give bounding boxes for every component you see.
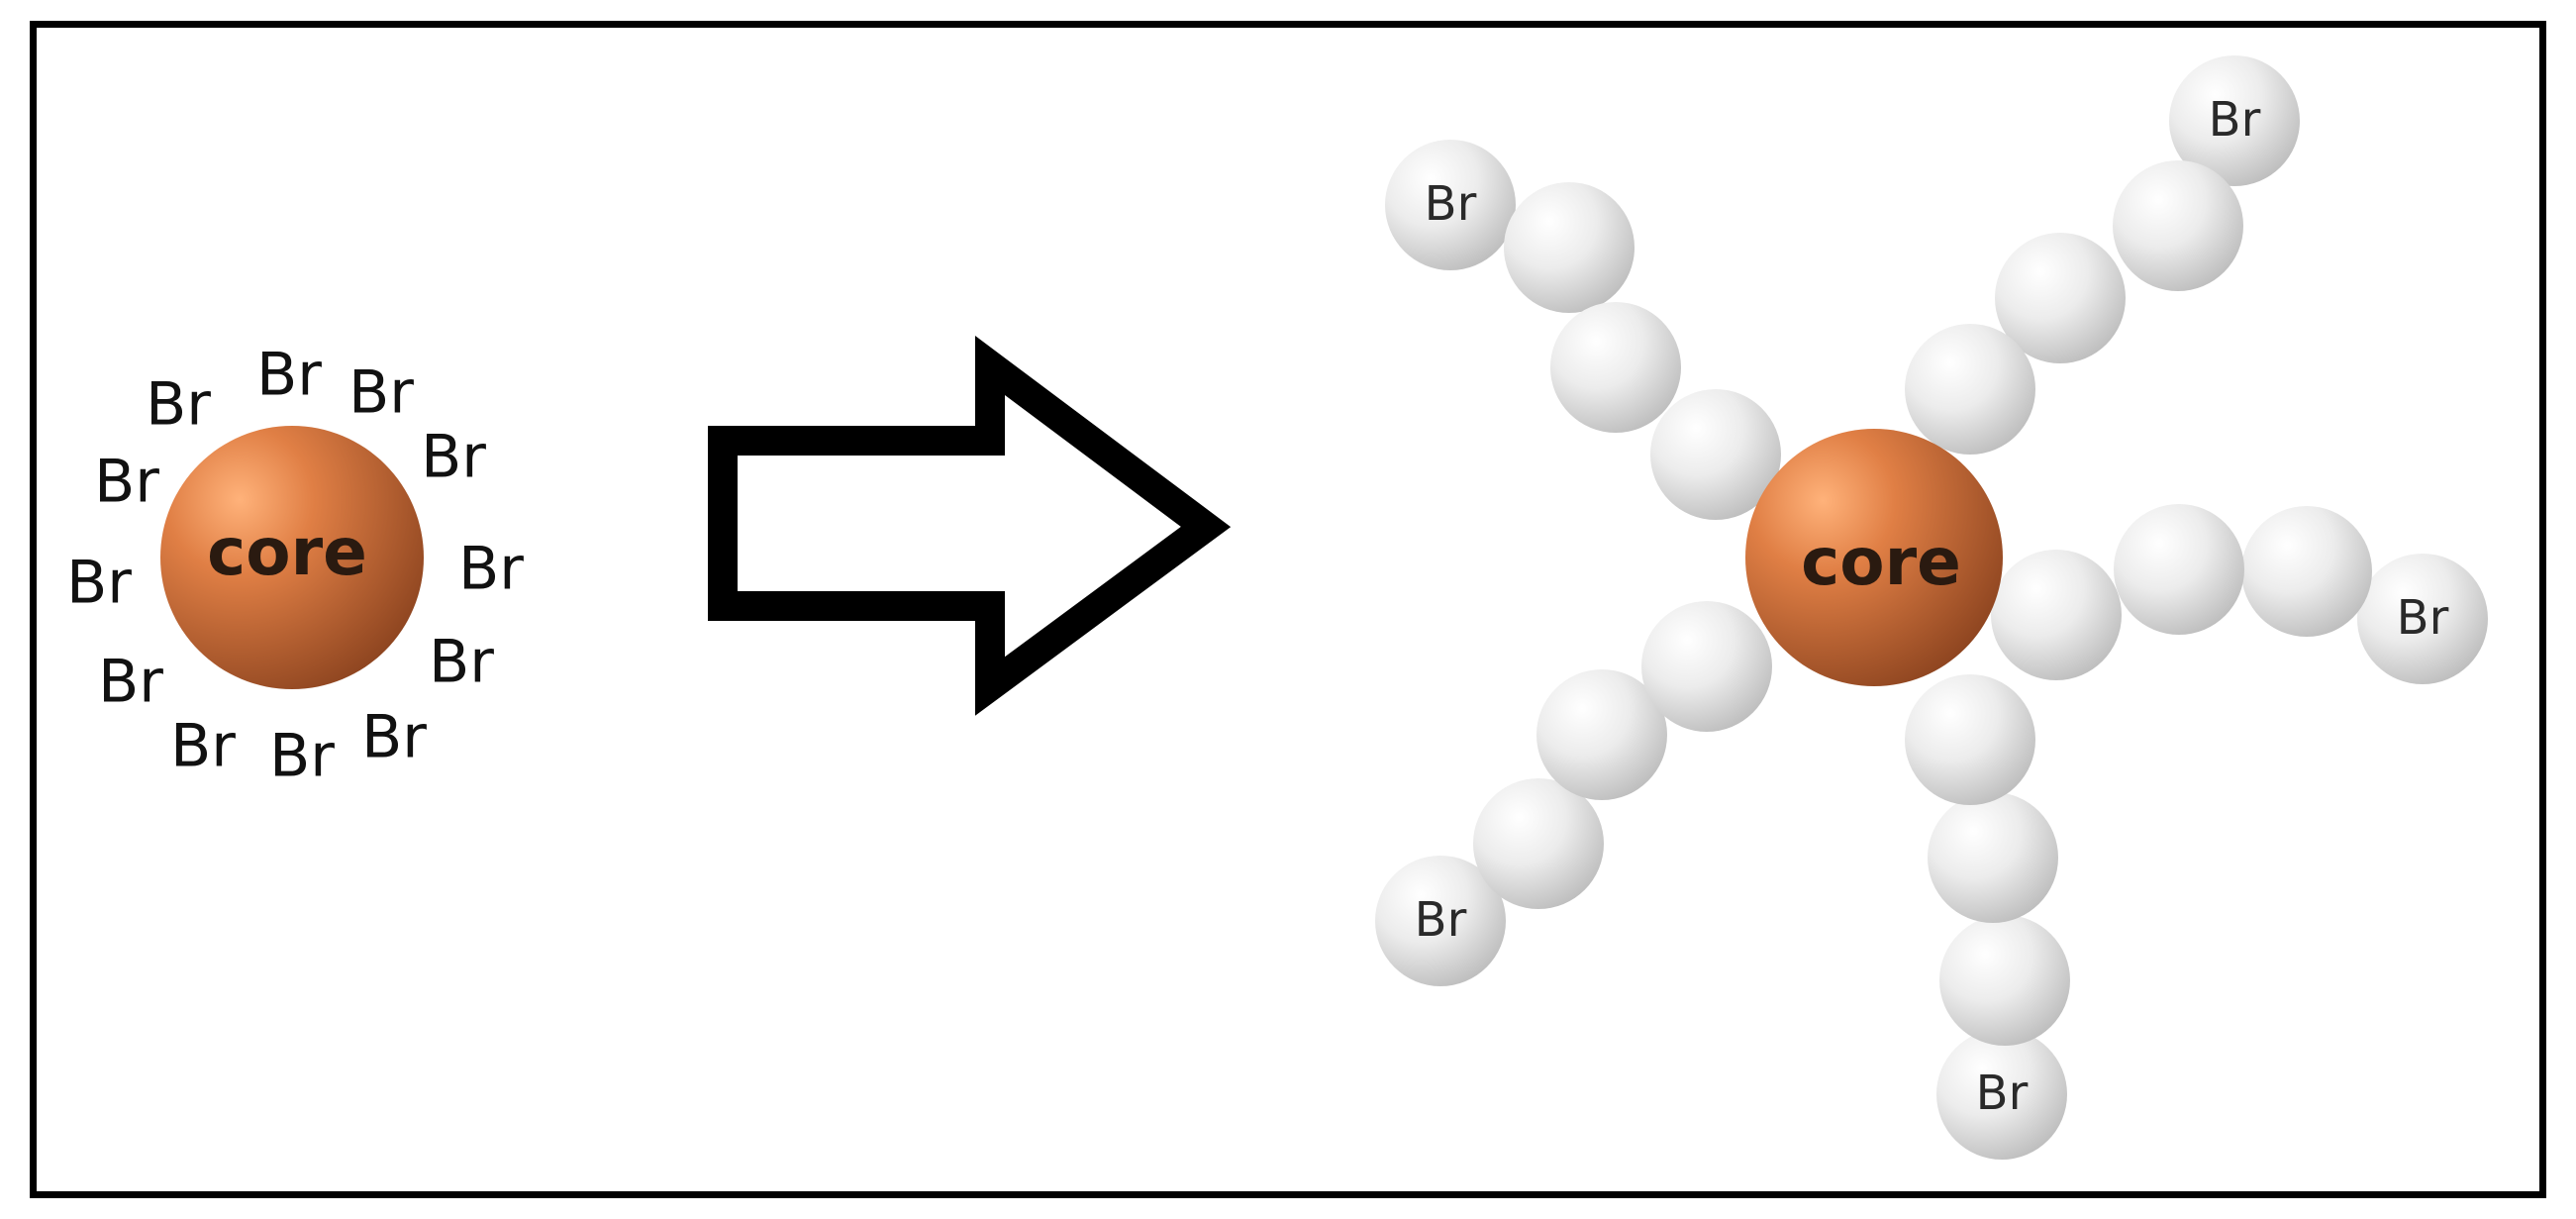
arm-end-bead xyxy=(1375,856,1506,986)
initiator-br-atom: Br xyxy=(256,341,322,410)
monomer-bead xyxy=(1550,302,1681,433)
initiator-br-atom: Br xyxy=(98,648,163,717)
initiator-br-atom: Br xyxy=(429,628,494,697)
star-core-sphere xyxy=(1745,429,2003,686)
monomer-bead xyxy=(1650,389,1781,520)
monomer-bead xyxy=(1995,233,2126,363)
initiator-br-atom: Br xyxy=(421,423,486,492)
monomer-bead xyxy=(1641,601,1772,732)
polymer-arm: Br xyxy=(1375,601,1772,986)
initiator-br-atom: Br xyxy=(458,535,524,604)
arm-end-bead xyxy=(2169,55,2300,186)
monomer-bead xyxy=(1905,324,2035,455)
polymer-arm: Br xyxy=(1905,55,2300,455)
arm-end-bead xyxy=(2357,554,2488,684)
polymer-arm: Br xyxy=(1385,140,1781,520)
monomer-bead xyxy=(1905,674,2035,805)
polymer-arm: Br xyxy=(1991,504,2488,684)
monomer-bead xyxy=(1939,915,2070,1046)
initiator-br-atom: Br xyxy=(66,549,132,618)
monomer-bead xyxy=(2241,506,2372,637)
arm-end-br-label: Br xyxy=(1415,892,1467,948)
initiator-core-sphere xyxy=(160,426,424,689)
initiator-br-atom: Br xyxy=(361,703,427,772)
monomer-bead xyxy=(1504,182,1635,313)
arm-end-br-label: Br xyxy=(1425,176,1477,232)
arm-end-br-label: Br xyxy=(2209,92,2261,148)
reaction-arrow xyxy=(708,336,1232,716)
initiator-core-label: core xyxy=(207,514,367,590)
arm-end-br-label: Br xyxy=(2397,590,2449,646)
initiator-br-atom: Br xyxy=(269,722,335,791)
initiator-br-atom: Br xyxy=(170,712,236,781)
monomer-bead xyxy=(1928,792,2058,923)
monomer-bead xyxy=(1991,550,2122,680)
initiator-br-atom: Br xyxy=(94,448,159,517)
monomer-bead xyxy=(1536,669,1667,800)
arm-end-br-label: Br xyxy=(1976,1066,2029,1121)
arm-end-bead xyxy=(1936,1029,2067,1160)
initiator-br-atom: Br xyxy=(146,370,211,440)
star-core-label: core xyxy=(1801,524,1961,600)
monomer-bead xyxy=(2114,504,2244,635)
arm-end-bead xyxy=(1385,140,1516,270)
monomer-bead xyxy=(1473,778,1604,909)
initiator-br-atom: Br xyxy=(348,358,414,428)
monomer-bead xyxy=(2113,160,2243,291)
polymer-arm: Br xyxy=(1905,674,2070,1160)
